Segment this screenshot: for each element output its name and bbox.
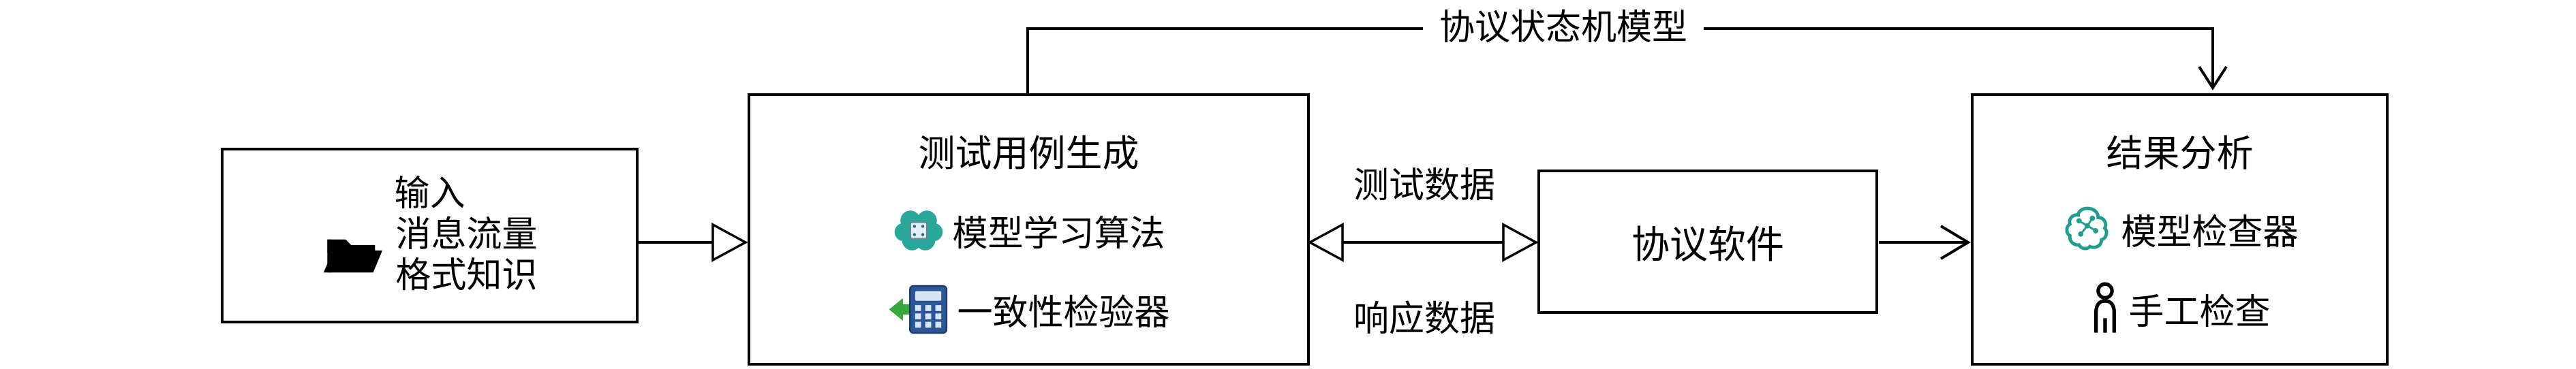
response-data-label: 响应数据: [1353, 300, 1495, 339]
testgen-box: 测试用例生成 模型学习算法: [748, 93, 1310, 366]
input-content-row: 消息流量 格式知识: [322, 215, 538, 298]
arrowhead-into-testgen: [1307, 223, 1344, 262]
input-box-title: 输入: [394, 174, 465, 214]
model-checker-label: 模型检查器: [2121, 214, 2299, 253]
brain-network-icon: [2061, 204, 2114, 254]
open-folder-icon: [322, 232, 384, 280]
model-learning-row: 模型学习算法: [892, 205, 1165, 256]
manual-check-label: 手工检查: [2128, 293, 2271, 332]
input-to-testgen-arrowhead: [711, 223, 748, 262]
input-text-column: 消息流量 格式知识: [395, 215, 537, 298]
model-checker-row: 模型检查器: [2061, 204, 2299, 255]
consistency-checker-row: 一致性检验器: [887, 283, 1170, 336]
model-learning-label: 模型学习算法: [952, 214, 1165, 254]
input-box: 输入 消息流量 格式知识: [221, 148, 639, 323]
protocol-to-result-arrowhead: [1939, 225, 1971, 260]
protocol-software-label: 协议软件: [1631, 224, 1784, 267]
result-box-title: 结果分析: [2106, 133, 2254, 174]
input-line-traffic: 消息流量: [395, 215, 538, 255]
brain-chip-icon: [892, 206, 945, 255]
arrowhead-into-protocol: [1502, 223, 1539, 262]
input-line-format: 格式知识: [395, 257, 538, 296]
arrowhead-down-into-result: [2198, 65, 2228, 91]
person-icon: [2089, 282, 2121, 336]
calculator-icon: [887, 283, 950, 336]
result-analysis-box: 结果分析 模型检查器: [1971, 93, 2389, 366]
test-data-label: 测试数据: [1353, 167, 1495, 206]
state-machine-model-label: 协议状态机模型: [1423, 8, 1704, 49]
manual-check-row: 手工检查: [2089, 282, 2271, 336]
testgen-box-title: 测试用例生成: [918, 133, 1139, 175]
protocol-software-box: 协议软件: [1537, 170, 1878, 314]
consistency-checker-label: 一致性检验器: [957, 293, 1170, 333]
